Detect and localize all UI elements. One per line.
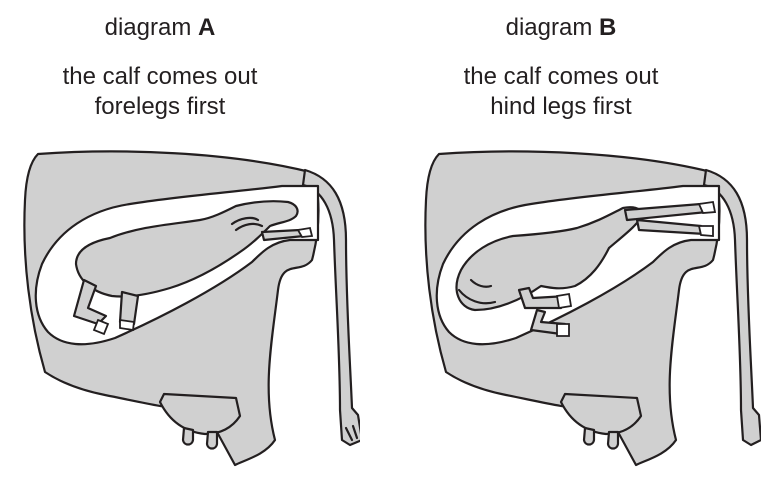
diagram-b-title: diagram B — [401, 14, 721, 42]
cow-birth-illustration-hindlegs-first — [401, 140, 761, 480]
diagram-b-caption-line1: the calf comes out — [401, 62, 721, 92]
calf-hindhoof-2 — [699, 226, 713, 236]
teat-left — [584, 428, 594, 445]
teat-right — [207, 432, 217, 449]
calf-hindleg-2 — [120, 292, 138, 324]
diagram-a-panel: diagram A the calf comes out forelegs fi… — [0, 0, 360, 480]
calf-hindhoof-2 — [120, 320, 134, 330]
diagram-b-caption-line2: hind legs first — [401, 92, 721, 122]
cow-birth-illustration-forelegs-first — [0, 140, 360, 480]
calf-hindhoof — [699, 202, 715, 213]
teat-right — [608, 432, 618, 449]
diagram-a-caption: the calf comes out forelegs first — [0, 62, 320, 122]
diagram-a-title-prefix: diagram — [105, 14, 192, 41]
cow-udder — [561, 394, 641, 434]
diagram-a-caption-line1: the calf comes out — [0, 62, 320, 92]
diagram-a-title: diagram A — [0, 14, 320, 42]
diagram-b-title-letter: B — [599, 14, 616, 41]
diagram-a-title-letter: A — [198, 14, 215, 41]
calf-forehoof-1 — [557, 294, 571, 308]
cow-udder — [160, 394, 240, 434]
diagram-a-caption-line2: forelegs first — [0, 92, 320, 122]
calf-forehoof-2 — [557, 324, 569, 336]
diagram-b-caption: the calf comes out hind legs first — [401, 62, 721, 122]
diagram-b-panel: diagram B the calf comes out hind legs f… — [401, 0, 761, 480]
teat-left — [183, 428, 193, 445]
diagram-b-title-prefix: diagram — [506, 14, 593, 41]
